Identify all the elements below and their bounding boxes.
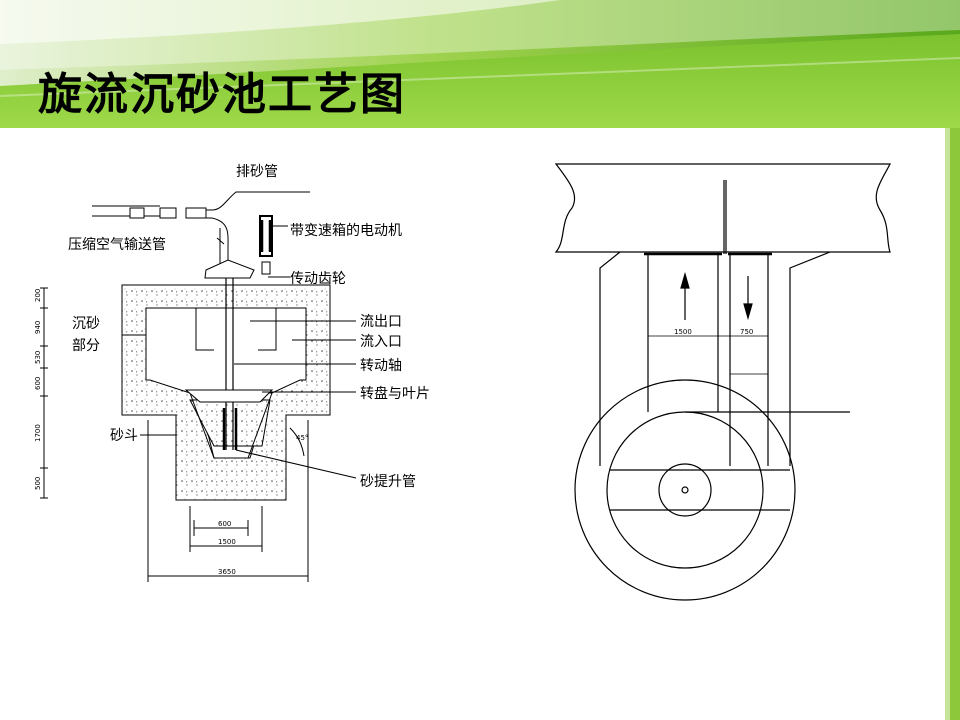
title-banner <box>0 0 960 128</box>
dim-d2: 940 <box>34 321 42 334</box>
right-plan-drawing: 1500 750 <box>554 163 891 601</box>
flow-baffles <box>195 308 277 351</box>
dim-d6: 500 <box>34 477 42 490</box>
label-inlet: 流入口 <box>360 334 402 350</box>
dim-d1: 200 <box>34 289 42 302</box>
dim-hopper-inner: 600 <box>218 520 231 528</box>
dim-d4: 600 <box>34 377 42 390</box>
label-turntable: 转盘与叶片 <box>360 385 430 402</box>
label-sand-lift-pipe: 砂提升管 <box>360 474 416 490</box>
left-wall <box>599 251 621 466</box>
total-width-dimension <box>147 420 309 582</box>
rotating-shaft <box>225 278 234 450</box>
dim-width-left: 1500 <box>674 328 692 336</box>
sand-discharge-pipe <box>206 191 310 211</box>
horizontal-beam <box>610 469 790 511</box>
dim-hopper-width: 1500 <box>218 538 236 546</box>
angle-arc <box>289 427 305 457</box>
label-compressed-air-pipe: 压缩空气输送管 <box>68 237 166 253</box>
dim-total-width: 3650 <box>218 568 236 576</box>
label-settling-1: 沉砂 <box>72 316 100 332</box>
hopper-width-dimension <box>189 506 263 552</box>
banner-art <box>0 0 960 128</box>
label-shaft: 转动轴 <box>360 358 402 374</box>
dim-d3: 530 <box>34 351 42 364</box>
label-transmission-gear: 传动齿轮 <box>290 271 346 287</box>
dim-angle: 45° <box>296 434 308 442</box>
pipe-coupling <box>185 207 207 219</box>
discharge-pipe-bend <box>206 217 229 266</box>
flow-verticals <box>647 254 769 466</box>
leader-sand-lift <box>235 449 357 479</box>
chamber-outer-circle <box>574 379 796 601</box>
left-cross-section-drawing: 排砂管 压缩空气输送管 带变速箱的电动机 传动齿轮 沉砂 部分 流出口 流入口 … <box>34 164 430 582</box>
chamber-inner-circle <box>606 411 764 569</box>
label-outlet: 流出口 <box>360 314 402 330</box>
dim-width-right: 750 <box>740 328 753 336</box>
inlet-channel <box>554 163 891 253</box>
shaft-top <box>723 180 727 254</box>
leader-air-pipe <box>216 237 225 245</box>
label-settling-2: 部分 <box>72 338 100 354</box>
dim-d5: 1700 <box>34 424 42 442</box>
center-hub <box>658 463 712 517</box>
transmission-gear-box <box>204 259 255 279</box>
hopper-inner-dimension <box>193 520 249 536</box>
label-sand-discharge-pipe: 排砂管 <box>236 164 278 180</box>
pipe-coupling <box>159 207 177 219</box>
air-pipe-left <box>92 205 160 217</box>
pipe-coupling <box>129 207 145 219</box>
right-green-strip <box>945 128 960 720</box>
turntable-with-blades <box>184 389 274 403</box>
center-axis <box>681 486 689 494</box>
page-title: 旋流沉砂池工艺图 <box>38 69 406 120</box>
label-motor: 带变速箱的电动机 <box>290 223 402 239</box>
right-wall <box>789 251 831 466</box>
label-sand-hopper: 砂斗 <box>110 428 138 444</box>
